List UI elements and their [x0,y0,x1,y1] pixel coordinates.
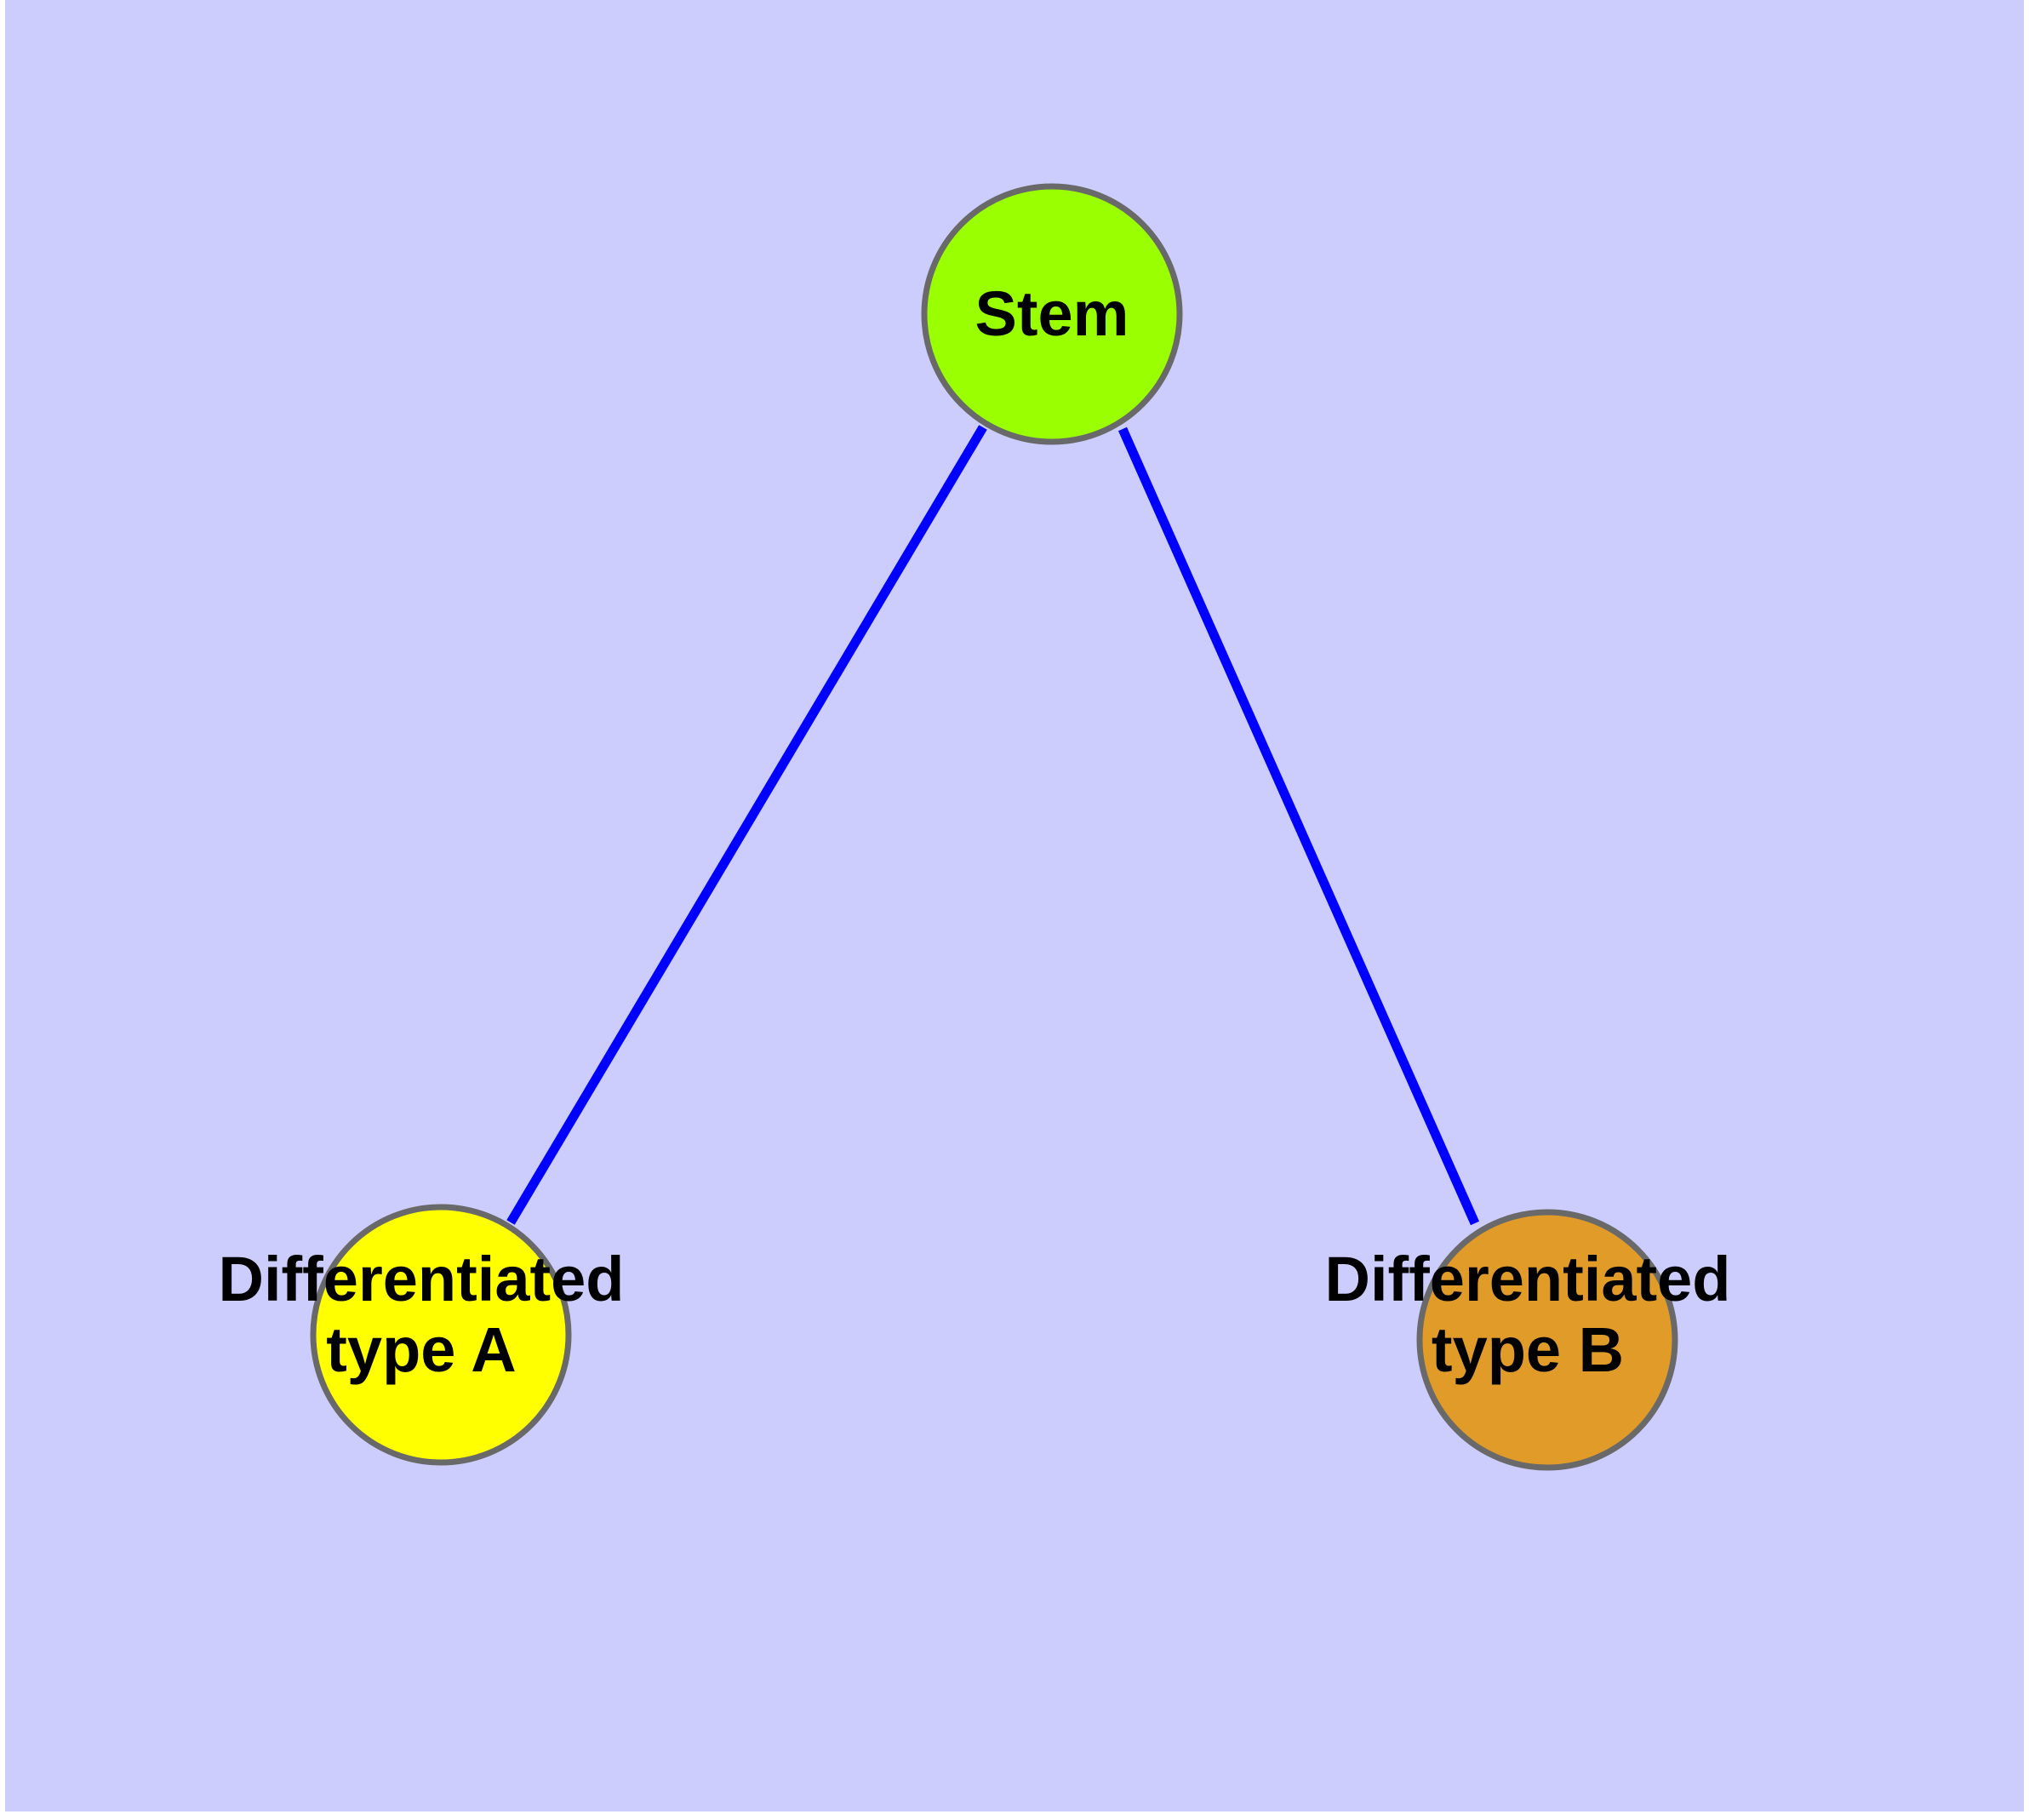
edge-stem-to-diff-b [1117,426,1480,1226]
edge-layer [506,425,1480,1226]
node-diff-b[interactable] [1416,1209,1678,1471]
node-diff-a[interactable] [310,1204,572,1466]
node-stem[interactable] [921,183,1183,445]
edge-stem-to-diff-a [506,425,987,1225]
node-layer [310,183,1678,1471]
